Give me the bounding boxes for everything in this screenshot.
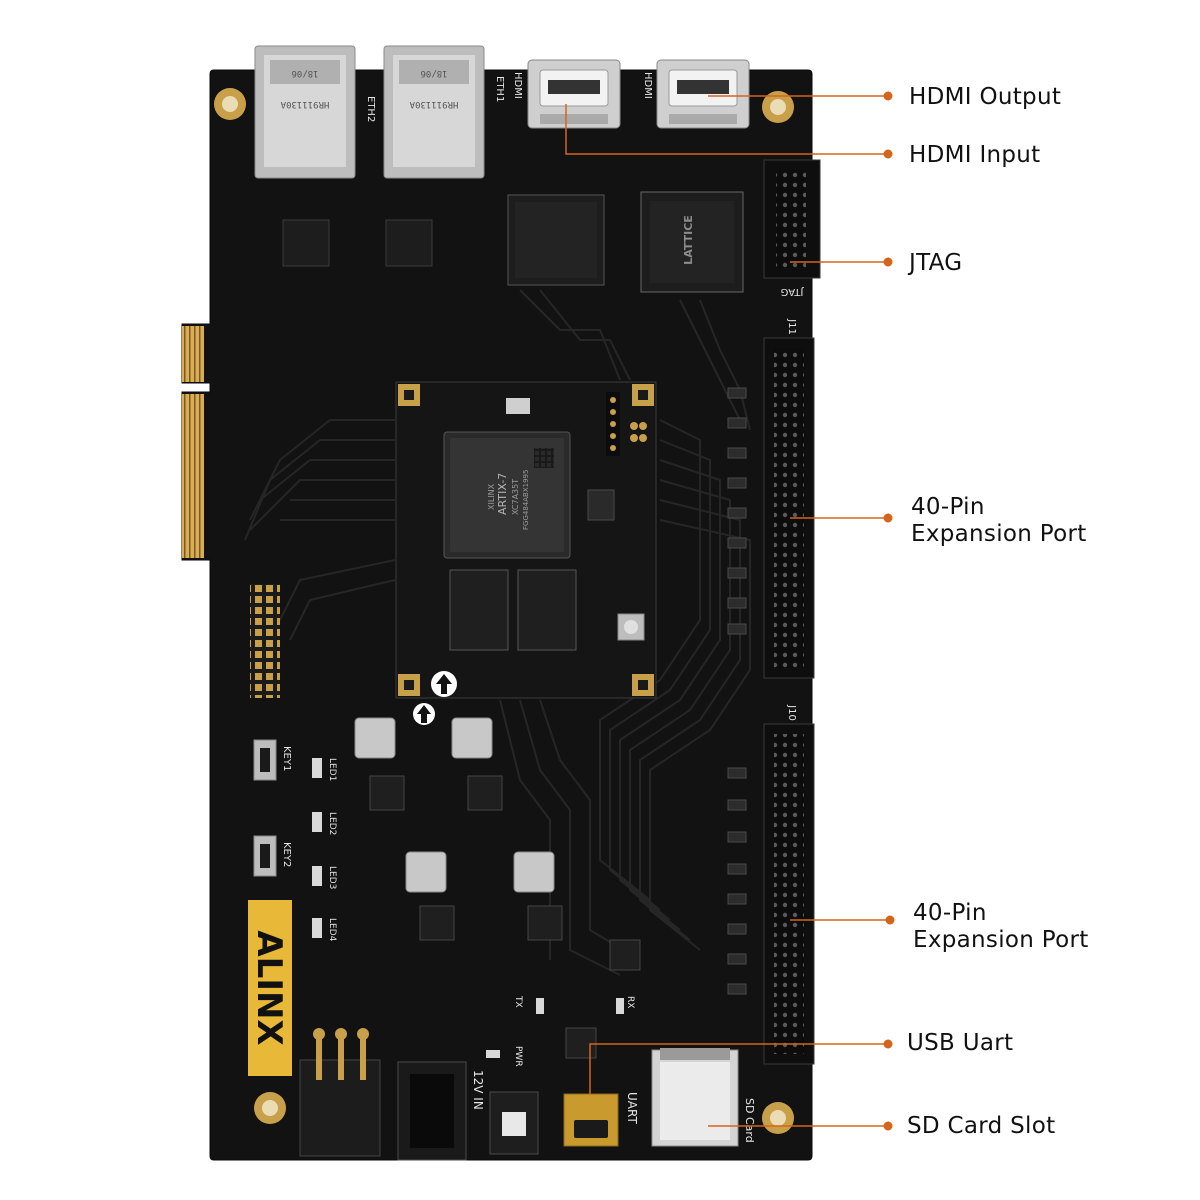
- leader-usb-uart: [589, 1043, 888, 1094]
- label-uart: UART: [625, 1092, 639, 1124]
- label-pwr: PWR: [513, 1046, 523, 1067]
- label-jtag: JTAG: [781, 286, 805, 297]
- callout-jtag-label: JTAG: [909, 250, 963, 276]
- rj45-part-2: HR911130A: [280, 99, 329, 109]
- label-12v-in: 12V IN: [471, 1070, 485, 1110]
- callout-hdmi-output-label: HDMI Output: [909, 84, 1062, 110]
- callout-expansion-port-1: 40-Pin Expansion Port: [911, 494, 1087, 548]
- fpga-part: XC7A35T: [511, 479, 520, 515]
- hdmi-input-connector: [527, 59, 621, 129]
- label-eth1: ETH1: [494, 76, 505, 102]
- pcie-edge-fingers-lower: [182, 394, 204, 558]
- user-leds: [312, 758, 322, 938]
- label-key2: KEY2: [281, 842, 292, 867]
- callout-hdmi-output: HDMI Output: [909, 84, 1061, 111]
- ethernet-jack-1: 18/06 HR911130A: [383, 45, 485, 179]
- label-key1: KEY1: [281, 746, 292, 771]
- resistor-arrays: [727, 387, 747, 995]
- label-led2: LED2: [327, 812, 337, 835]
- leader-hdmi-input: [565, 104, 888, 155]
- power-switch: [299, 1028, 381, 1157]
- label-led1: LED1: [327, 758, 337, 781]
- expansion-header-j10: J10: [763, 704, 815, 1065]
- callout-expansion-1-line2: Expansion Port: [911, 521, 1087, 547]
- dc-power-jack: [397, 1061, 467, 1161]
- callout-expansion-2-line1: 40-Pin: [913, 900, 987, 926]
- lattice-cpld-chip: LATTICE: [640, 191, 744, 293]
- callout-usb-uart-label: USB Uart: [907, 1030, 1014, 1056]
- expansion-header-j11: J11: [763, 318, 815, 679]
- rj45-code-1: 18/06: [420, 68, 447, 78]
- fpga-core-module: XILINX ARTIX-7 XC7A35T FGG484ABX1995: [395, 381, 657, 699]
- callout-jtag: JTAG: [909, 250, 962, 277]
- callout-dots: [883, 91, 895, 1131]
- hdmi-output-connector: [656, 59, 750, 129]
- callout-leaders: [565, 95, 890, 1127]
- callout-expansion-2-line2: Expansion Port: [913, 927, 1089, 953]
- alinx-logo-text: ALINX: [249, 930, 289, 1045]
- power-inductors: [354, 717, 555, 893]
- hdmi-encoder-chip: [507, 194, 605, 286]
- user-key-1: [253, 739, 277, 781]
- sd-card-slot-connector: [651, 1048, 739, 1147]
- label-rx: RX: [625, 996, 635, 1008]
- pcb-traces: [244, 289, 751, 976]
- alinx-logo: ALINX: [248, 900, 292, 1076]
- label-hdmi-in: HDMI: [512, 72, 523, 99]
- label-j11: J11: [786, 318, 797, 335]
- pcie-edge-fingers-upper: [182, 326, 204, 382]
- rj45-code-2: 18/06: [291, 68, 318, 78]
- callout-hdmi-input: HDMI Input: [909, 142, 1041, 169]
- label-hdmi-out: HDMI: [642, 72, 653, 99]
- regulator-chips: [369, 775, 641, 1059]
- callout-usb-uart: USB Uart: [907, 1030, 1013, 1057]
- callout-expansion-1-line1: 40-Pin: [911, 494, 985, 520]
- usb-uart-connector: [563, 1093, 619, 1147]
- callout-sd-card-slot: SD Card Slot: [907, 1113, 1055, 1140]
- label-tx: TX: [513, 995, 523, 1008]
- cpld-brand: LATTICE: [682, 215, 695, 265]
- label-j10: J10: [786, 704, 797, 721]
- label-led3: LED3: [327, 866, 337, 889]
- callout-expansion-port-2: 40-Pin Expansion Port: [913, 900, 1089, 954]
- label-sd-card: SD Card: [743, 1098, 756, 1143]
- fpga-package: FGG484ABX1995: [522, 470, 530, 530]
- label-led4: LED4: [327, 918, 337, 942]
- gpio-header-gold: [250, 584, 280, 698]
- ethernet-jack-2: 18/06 HR911130A: [254, 45, 356, 179]
- user-key-2: [253, 835, 277, 877]
- callout-hdmi-input-label: HDMI Input: [909, 142, 1041, 168]
- jtag-header: JTAG: [763, 159, 821, 297]
- fpga-brand: XILINX: [487, 483, 496, 510]
- rj45-part-1: HR911130A: [409, 99, 458, 109]
- label-eth2: ETH2: [365, 96, 376, 122]
- ethernet-phy-chip-1: [385, 219, 433, 267]
- fpga-family: ARTIX-7: [496, 473, 509, 515]
- ethernet-phy-chip-2: [282, 219, 330, 267]
- pwr-led: [486, 1050, 500, 1058]
- callout-sd-card-label: SD Card Slot: [907, 1113, 1056, 1139]
